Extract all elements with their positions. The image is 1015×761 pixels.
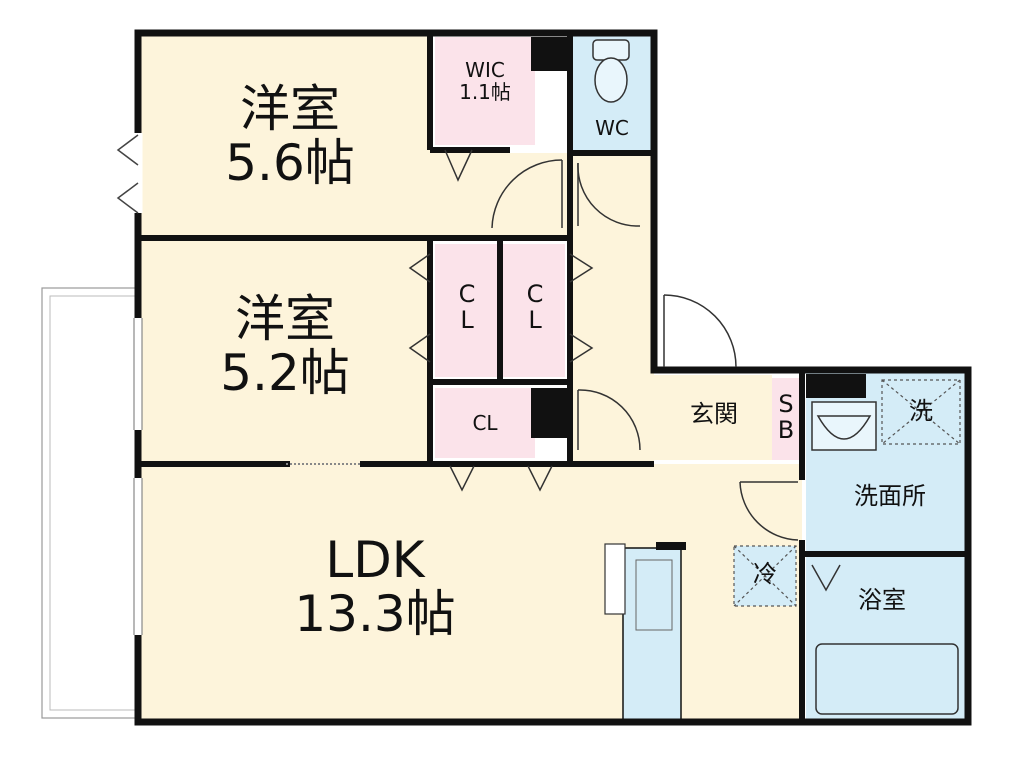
fridge-space — [733, 545, 797, 607]
wc-label: WC — [595, 116, 629, 140]
entrance-label: 玄関 — [690, 400, 738, 428]
kitchen-counter — [622, 547, 682, 721]
ldk-floor — [138, 464, 802, 722]
wic-label: WIC 1.1帖 — [459, 58, 511, 104]
western-room-1-label: 洋室 5.6帖 — [225, 80, 355, 192]
closet-3-floor — [435, 388, 535, 458]
entrance-floor — [654, 375, 772, 460]
toilet-icon — [592, 39, 630, 103]
fridge-label: 冷 — [753, 560, 777, 588]
ldk-label: LDK 13.3帖 — [294, 531, 456, 643]
western-room-2-label: 洋室 5.2帖 — [220, 290, 350, 402]
western-room-2-floor — [138, 238, 430, 464]
bathroom-label: 浴室 — [858, 586, 906, 614]
shoe-box-floor — [772, 378, 800, 460]
bathtub — [815, 643, 959, 715]
wic-floor — [435, 37, 535, 145]
washroom-label: 洗面所 — [854, 482, 926, 510]
closet-2-floor — [503, 244, 565, 377]
shoe-box-label: S B — [777, 390, 795, 444]
western-room-1-floor — [138, 33, 430, 238]
closet-1-floor — [435, 244, 497, 377]
washbasin-icon — [811, 401, 877, 451]
closet-3-label: CL — [472, 411, 498, 435]
washer-label: 洗 — [909, 397, 933, 425]
washer-space — [881, 379, 961, 445]
closet-2-label: C L — [526, 280, 544, 334]
closet-1-label: C L — [458, 280, 476, 334]
balcony — [41, 287, 139, 719]
